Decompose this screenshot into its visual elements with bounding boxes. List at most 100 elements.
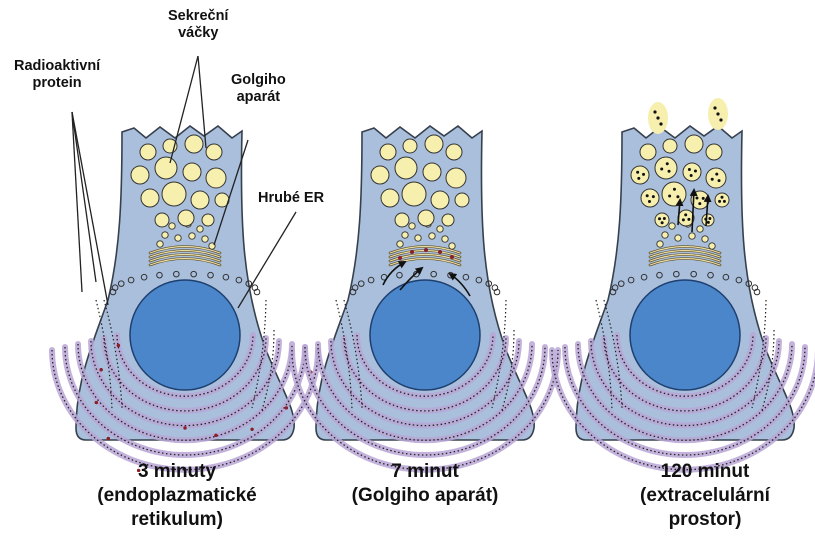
- secretory-vesicle: [641, 189, 659, 207]
- caption-120min-line2: (extracelulární: [605, 484, 805, 508]
- radioactive-granule: [695, 197, 698, 200]
- secretory-vesicle: [663, 139, 677, 153]
- radioactive-granule: [658, 217, 661, 220]
- radioactive-granule: [666, 162, 669, 165]
- secretory-vesicle: [202, 214, 214, 226]
- radioactive-granule: [637, 177, 640, 180]
- caption-3min-line3: retikulum): [62, 508, 292, 532]
- radioactive-dot: [285, 406, 288, 409]
- golgi-vesicle: [162, 232, 168, 238]
- secretory-vesicle: [395, 157, 417, 179]
- secretory-vesicle: [191, 191, 209, 209]
- pointer-rough-er: [238, 212, 296, 308]
- radioactive-granule: [661, 221, 664, 224]
- radioactive-granule: [721, 196, 724, 199]
- secretory-vesicle: [380, 144, 396, 160]
- golgi-vesicle: [429, 233, 435, 239]
- caption-7min-line2: (Golgiho aparát): [325, 484, 525, 508]
- secretory-vesicle: [423, 163, 441, 181]
- secretory-vesicle: [185, 135, 203, 153]
- secretory-vesicle: [706, 168, 726, 188]
- golgi-vesicle: [175, 235, 181, 241]
- caption-3min-line2: (endoplazmatické: [62, 484, 292, 508]
- golgi-vesicle: [409, 223, 415, 229]
- radioactive-granule: [690, 174, 693, 177]
- golgi-vesicle: [669, 223, 675, 229]
- secretory-vesicle: [418, 210, 434, 226]
- secretory-vesicle: [403, 139, 417, 153]
- golgi-vesicle: [662, 232, 668, 238]
- caption-panel-3min: 3 minuty (endoplazmatické retikulum): [62, 460, 292, 531]
- radioactive-granule: [668, 170, 671, 173]
- secretory-vesicle: [455, 193, 469, 207]
- nucleus: [630, 280, 740, 390]
- cells-layer: [52, 98, 815, 472]
- radioactive-granule: [708, 217, 711, 220]
- golgi-vesicle: [657, 241, 663, 247]
- radioactive-granule: [698, 202, 701, 205]
- radioactive-granule: [682, 218, 685, 221]
- radioactive-dot: [450, 255, 454, 259]
- secreted-granule: [653, 110, 656, 113]
- radioactive-granule: [702, 197, 705, 200]
- radioactive-dot: [183, 426, 186, 429]
- golgi-vesicle: [402, 232, 408, 238]
- secretory-vesicle: [431, 191, 449, 209]
- golgi-vesicle: [689, 233, 695, 239]
- caption-panel-120min: 120 minut (extracelulární prostor): [605, 460, 805, 531]
- radioactive-dot: [250, 428, 253, 431]
- label-rough-er: Hrubé ER: [258, 190, 324, 207]
- radioactive-granule: [718, 179, 721, 182]
- radioactive-granule: [646, 194, 649, 197]
- secretory-vesicle: [446, 168, 466, 188]
- secreted-granule: [716, 112, 719, 115]
- golgi-vesicle: [189, 233, 195, 239]
- label-golgi-apparatus: Golgiho aparát: [231, 72, 286, 107]
- cell-late: [552, 98, 815, 470]
- radioactive-granule: [694, 169, 697, 172]
- secretory-vesicle: [683, 163, 701, 181]
- golgi-vesicle: [415, 235, 421, 241]
- nucleus: [130, 280, 240, 390]
- secretory-vesicle: [206, 144, 222, 160]
- radioactive-dot: [107, 437, 110, 440]
- golgi-vesicle: [675, 235, 681, 241]
- label-golgi-line1: Golgiho: [231, 72, 286, 89]
- label-secretory-line2: váčky: [168, 25, 228, 42]
- radioactive-granule: [688, 168, 691, 171]
- secretory-vesicle: [706, 144, 722, 160]
- pointer-radioactive-2: [72, 112, 96, 282]
- radioactive-granule: [707, 221, 710, 224]
- secretory-vesicle: [640, 144, 656, 160]
- secretory-vesicle: [655, 213, 669, 227]
- secretory-vesicle: [395, 213, 409, 227]
- secretory-vesicle: [715, 193, 729, 207]
- secretory-vesicle: [631, 166, 649, 184]
- label-radioactive-line2: protein: [14, 75, 100, 92]
- secretory-vesicle: [155, 157, 177, 179]
- radioactive-dot: [100, 368, 103, 371]
- cell-early: [52, 126, 318, 472]
- radioactive-granule: [715, 173, 718, 176]
- label-golgi-line2: aparát: [231, 89, 286, 106]
- caption-7min-line1: 7 minut: [325, 460, 525, 484]
- label-radioactive-protein: Radioaktivní protein: [14, 58, 100, 93]
- secretory-vesicle: [178, 210, 194, 226]
- nucleus: [370, 280, 480, 390]
- golgi-vesicle: [702, 236, 708, 242]
- radioactive-granule: [636, 171, 639, 174]
- radioactive-dot: [438, 250, 442, 254]
- caption-120min-line3: prostor): [605, 508, 805, 532]
- golgi-vesicle: [449, 243, 455, 249]
- secreted-granule: [719, 118, 722, 121]
- radioactive-dot: [424, 248, 428, 252]
- secreted-granule: [659, 122, 662, 125]
- secretory-vesicle: [446, 144, 462, 160]
- radioactive-granule: [648, 200, 651, 203]
- secretory-vesicle: [206, 168, 226, 188]
- secretory-vesicle: [425, 135, 443, 153]
- label-secretory-vesicles: Sekreční váčky: [168, 8, 228, 43]
- radioactive-granule: [660, 168, 663, 171]
- radioactive-dot: [398, 256, 402, 260]
- secretory-vesicle: [655, 157, 677, 179]
